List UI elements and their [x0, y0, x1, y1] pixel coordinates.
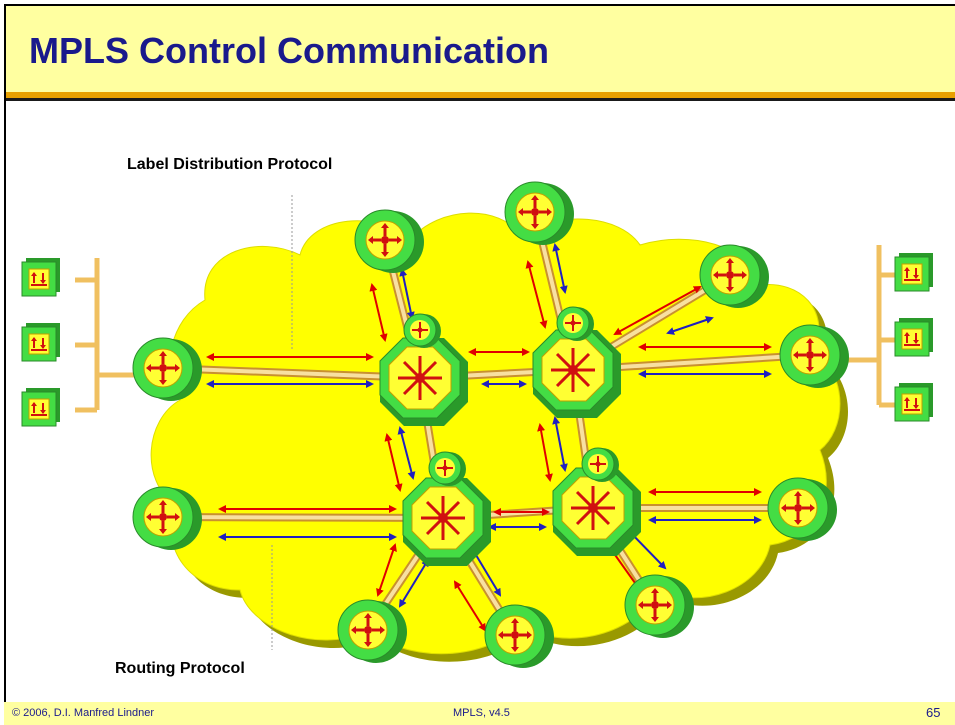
- lsr-icon: [531, 328, 623, 420]
- router-icon: [336, 598, 409, 665]
- host-icon: [21, 322, 61, 362]
- slide-frame: [4, 4, 955, 725]
- title-underline-dark: [6, 98, 955, 101]
- host-icon: [21, 257, 61, 297]
- routing-arrows: [206, 243, 772, 608]
- slide-title: MPLS Control Communication: [29, 30, 549, 71]
- host-bus: [75, 245, 895, 413]
- router-icon: [131, 336, 204, 403]
- lsr-icon: [401, 476, 493, 568]
- host-icon: [894, 382, 934, 422]
- ldp-arrows: [206, 260, 772, 632]
- host-icon: [894, 252, 934, 292]
- router-icon: [483, 603, 556, 670]
- page-number: 65: [926, 705, 941, 720]
- router-icon: [131, 485, 204, 552]
- host-icon: [894, 317, 934, 357]
- title-underline: [6, 92, 955, 98]
- footer-bar: [4, 702, 955, 725]
- ldp-label: Label Distribution Protocol: [127, 156, 333, 173]
- routing-label: Routing Protocol: [115, 660, 245, 677]
- footer-copyright: © 2006, D.I. Manfred Lindner: [12, 707, 155, 719]
- host-icon: [21, 387, 61, 427]
- lsr-icon: [378, 336, 470, 428]
- title-bar: [6, 6, 955, 92]
- footer-version: MPLS, v4.5: [453, 707, 510, 719]
